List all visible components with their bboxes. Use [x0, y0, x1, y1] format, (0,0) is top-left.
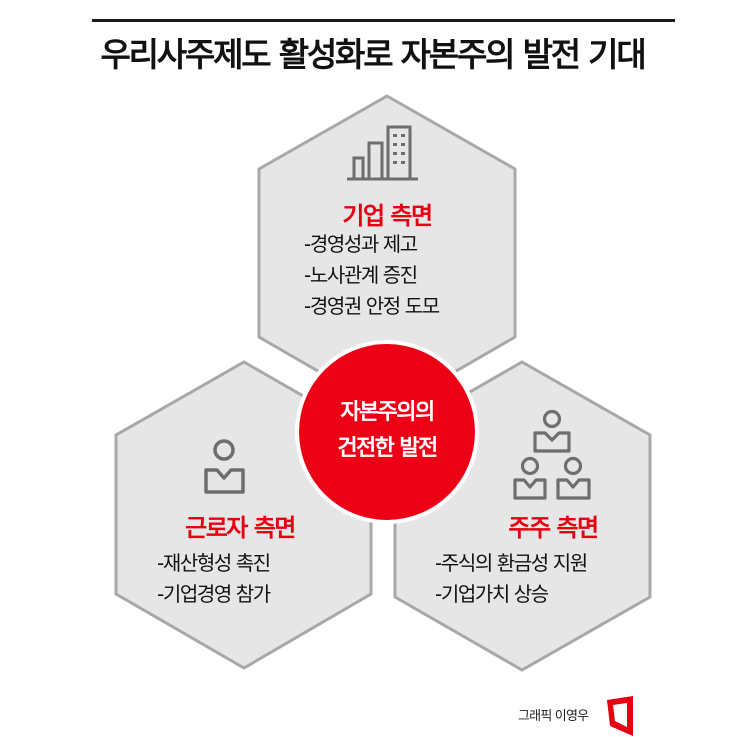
list-item: -재산형성 촉진 [157, 551, 271, 575]
list-item: -기업경영 참가 [157, 582, 271, 606]
graphic-credit: 그래픽 이영우 [518, 709, 589, 724]
section-heading-corporate: 기업 측면 [342, 202, 433, 230]
list-item: -노사관계 증진 [304, 263, 418, 287]
center-label-line1: 자본주의의 [340, 400, 435, 425]
page-title: 우리사주제도 활성화로 자본주의 발전 기대 [100, 35, 646, 74]
list-item: -주식의 환금성 지원 [435, 551, 588, 575]
section-heading-worker: 근로자 측면 [185, 514, 296, 542]
center-label: 자본주의의 건전한 발전 [300, 395, 474, 467]
publisher-logo-icon [607, 696, 633, 736]
section-list-shareholder: -주식의 환금성 지원 -기업가치 상승 [435, 548, 588, 610]
section-list-corporate: -경영성과 제고 -노사관계 증진 -경영권 안정 도모 [304, 229, 440, 322]
group-people-icon [513, 409, 591, 500]
list-item: -경영권 안정 도모 [304, 294, 440, 318]
person-icon [204, 439, 245, 494]
section-heading-shareholder: 주주 측면 [508, 514, 599, 542]
building-chart-icon [347, 125, 418, 181]
section-list-worker: -재산형성 촉진 -기업경영 참가 [157, 548, 271, 610]
center-label-line2: 건전한 발전 [337, 436, 438, 461]
list-item: -경영성과 제고 [304, 232, 418, 256]
list-item: -기업가치 상승 [435, 582, 549, 606]
top-rule [92, 19, 675, 22]
